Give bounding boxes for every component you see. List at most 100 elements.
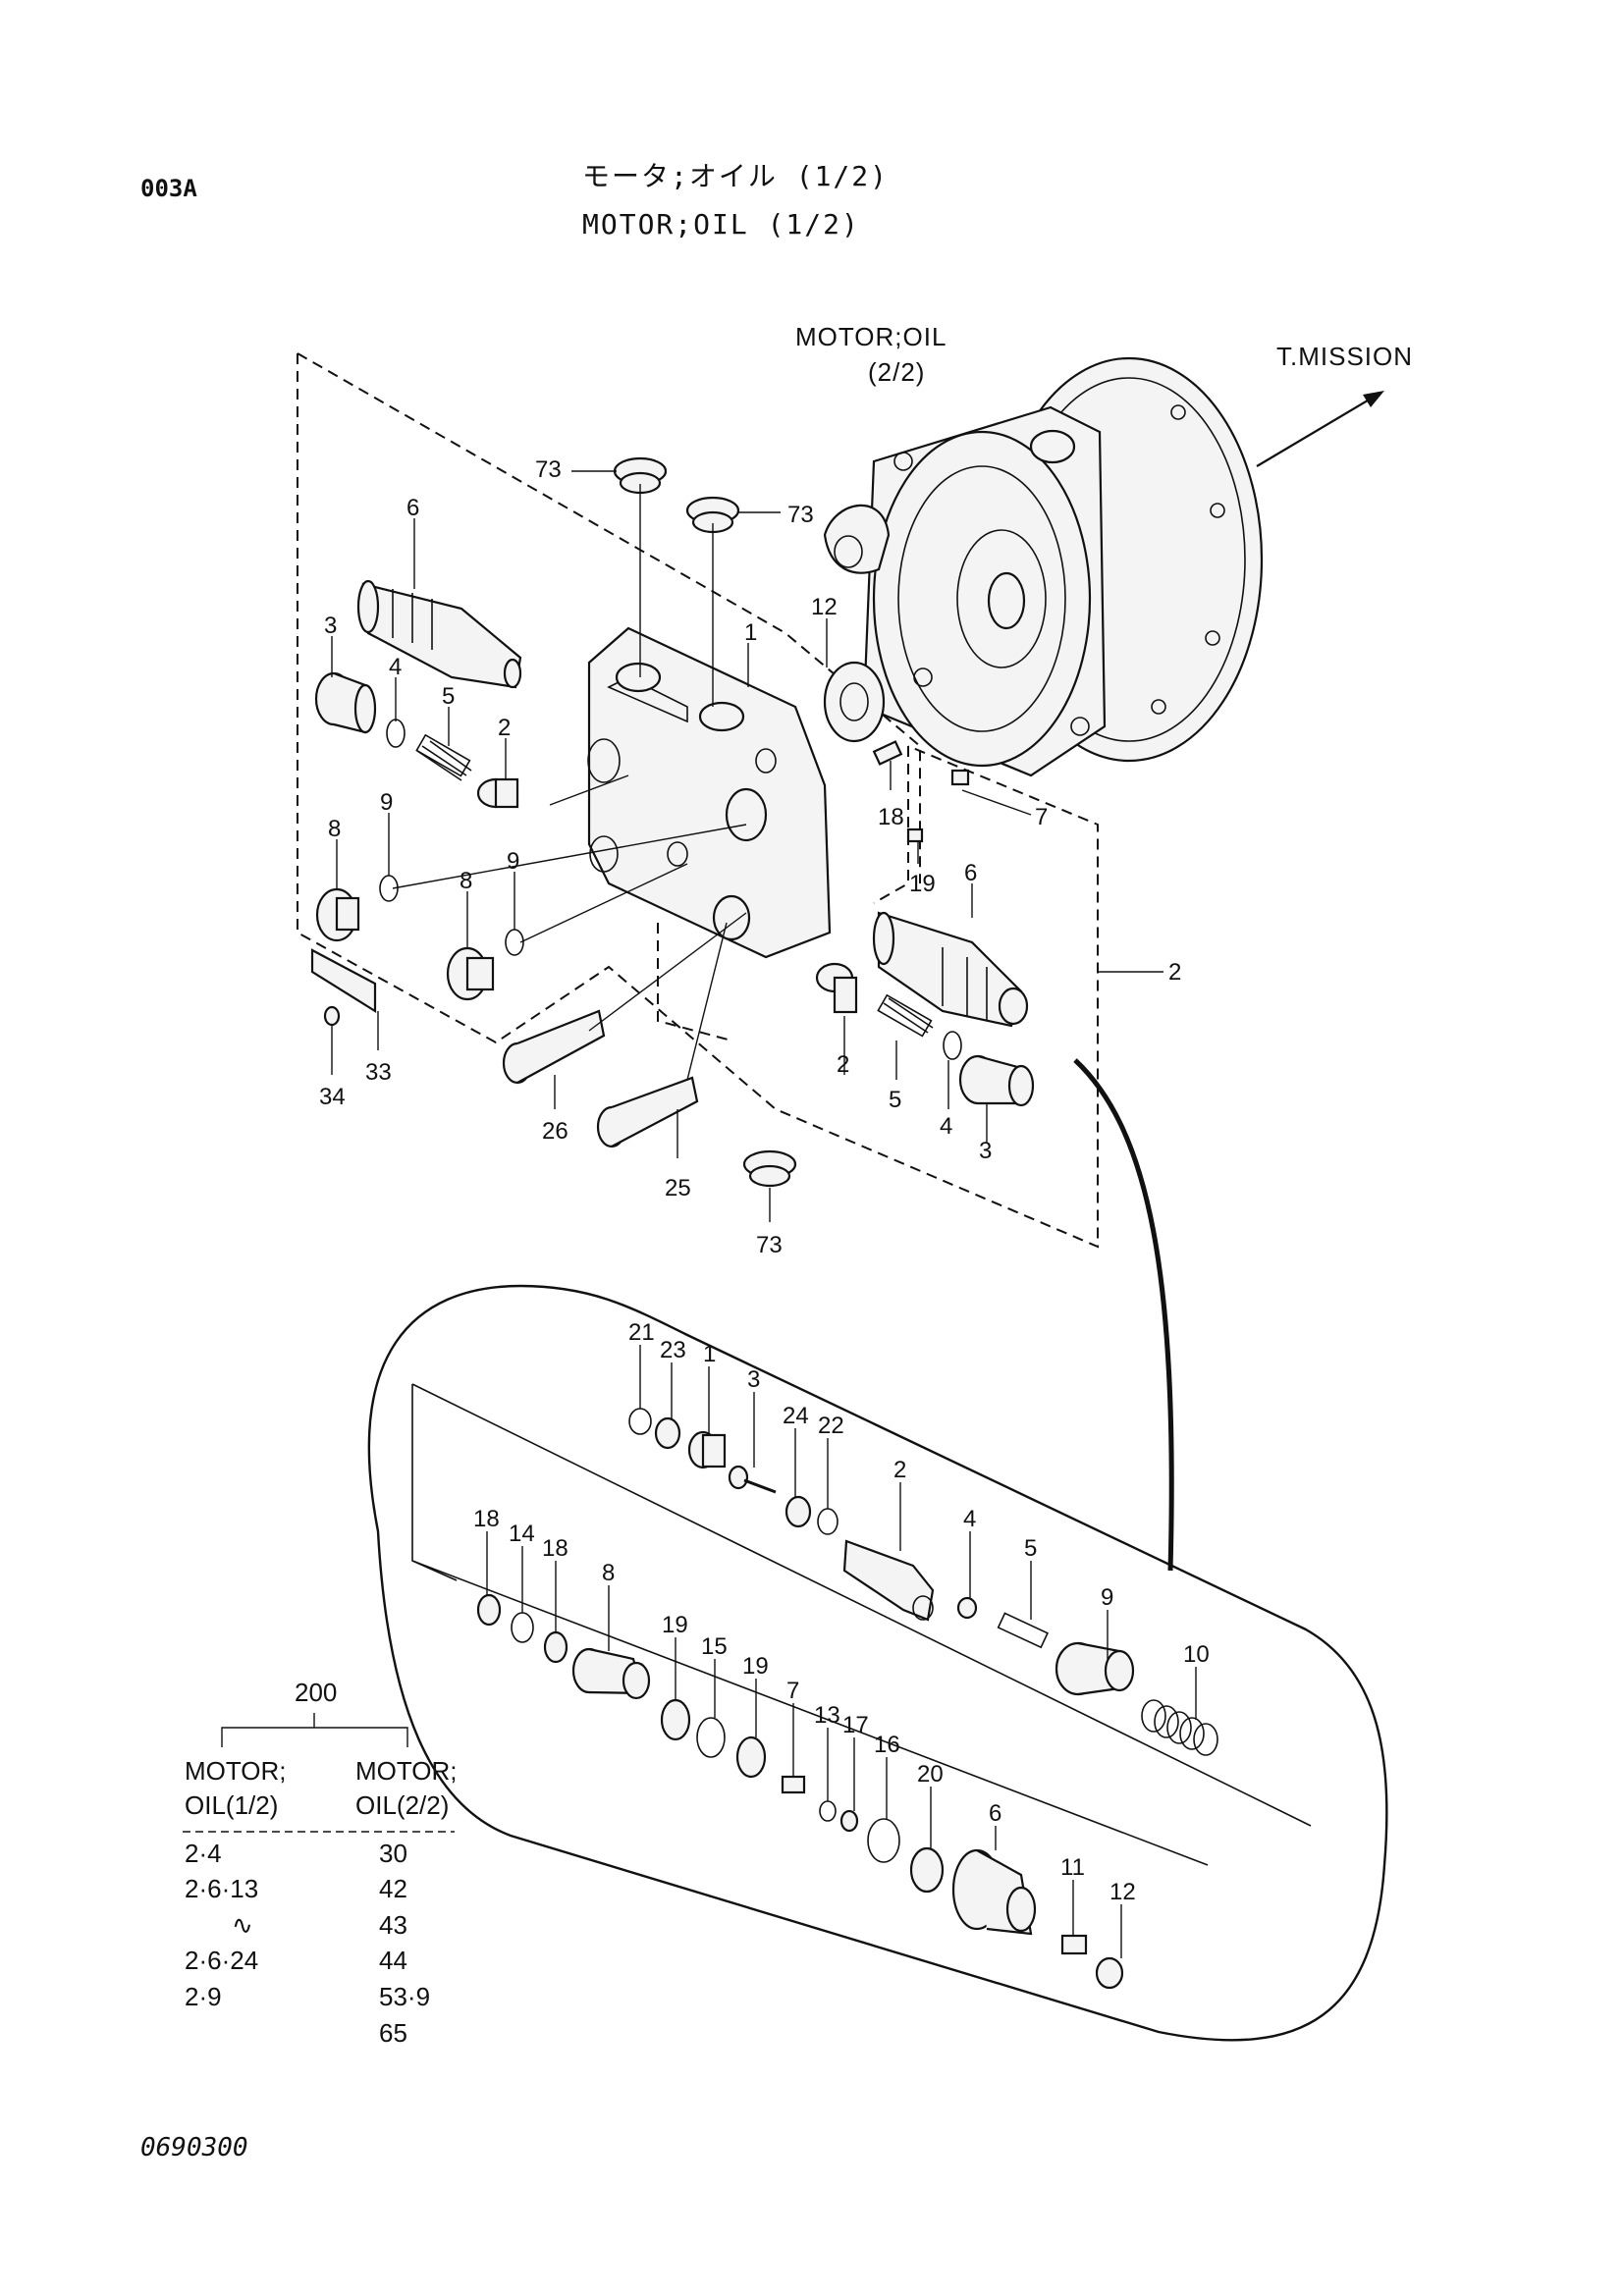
table-col1-header-1: MOTOR;: [185, 1756, 287, 1786]
pin-part-19: [906, 828, 924, 843]
label-2-assembly: 2: [1168, 959, 1181, 986]
o-ring-part-4-lower: [943, 1031, 962, 1060]
ref-motor-oil-2-2: MOTOR;OIL: [795, 322, 947, 351]
bolt-part-25: [596, 1076, 699, 1148]
detail-label-24: 24: [783, 1403, 809, 1429]
detail-label-6: 6: [989, 1800, 1001, 1827]
bracket-part-33: [310, 948, 377, 1013]
detail-label-1: 1: [703, 1341, 716, 1367]
detail-callout-connector: [1073, 1058, 1174, 1572]
label-8-right: 8: [460, 868, 472, 894]
label-34: 34: [319, 1084, 346, 1110]
label-25: 25: [665, 1175, 691, 1201]
motor-housing: [823, 356, 1264, 777]
detail-stem-3: [728, 1465, 777, 1494]
label-9-left: 9: [380, 789, 393, 816]
detail-label-23: 23: [660, 1337, 686, 1363]
label-73-top-right: 73: [787, 502, 814, 528]
detail-ring-15: [696, 1717, 726, 1758]
table-col2-row-5: 53·9: [379, 1982, 430, 2011]
detail-label-13: 13: [814, 1702, 840, 1729]
label-12-bearing: 12: [811, 594, 838, 620]
pin-part-18: [872, 740, 903, 766]
detail-valve-6: [951, 1848, 1037, 1936]
detail-ring-18-left: [476, 1593, 502, 1627]
label-3-lower: 3: [979, 1138, 992, 1164]
label-18: 18: [878, 804, 904, 830]
detail-label-11: 11: [1060, 1854, 1085, 1881]
detail-label-16: 16: [874, 1732, 900, 1758]
label-4-upper: 4: [389, 654, 402, 680]
drawing-number: 0690300: [140, 2133, 248, 2163]
assembly-dashed-outline: [297, 352, 1099, 1249]
page-code: 003A: [140, 175, 197, 202]
detail-label-19-left: 19: [662, 1612, 688, 1638]
detail-ring-22: [817, 1508, 839, 1535]
detail-nut-4: [956, 1596, 978, 1620]
detail-spring-10: [1141, 1699, 1218, 1756]
label-6-lower: 6: [964, 860, 977, 886]
ref-motor-oil-2-2-page: (2/2): [868, 357, 925, 387]
detail-spool-2: [842, 1539, 935, 1622]
label-73-top-left: 73: [535, 456, 562, 483]
detail-label-2: 2: [893, 1457, 906, 1483]
bearing-part-12: [823, 661, 886, 743]
detail-cap-9: [1055, 1641, 1135, 1696]
table-col2-row-1: 30: [379, 1839, 407, 1868]
table-col2-row-4: 44: [379, 1946, 407, 1975]
title-japanese: モータ;オイル (1/2): [582, 160, 890, 192]
spring-part-5-upper: [415, 733, 472, 781]
label-9-right: 9: [507, 848, 519, 875]
label-73-bottom: 73: [756, 1232, 783, 1258]
table-col1-row-1: 2·4: [185, 1839, 222, 1868]
label-19: 19: [909, 871, 936, 897]
label-3-upper: 3: [324, 613, 337, 639]
detail-ring-19-right: [735, 1735, 767, 1779]
piston-part-2-upper: [476, 777, 519, 809]
detail-ring-23: [654, 1416, 681, 1450]
label-6-upper: 6: [406, 495, 419, 521]
label-5-lower: 5: [889, 1087, 901, 1113]
label-2-upper: 2: [498, 715, 511, 741]
detail-ring-16: [867, 1818, 900, 1863]
relief-valve-upper: [356, 579, 522, 689]
plug-part-3-lower: [958, 1054, 1035, 1107]
plug-part-73-top-left: [613, 456, 668, 495]
detail-label-21: 21: [628, 1319, 655, 1346]
plug-part-8-left: [315, 887, 360, 942]
label-2-lower: 2: [837, 1051, 849, 1078]
table-group-number: 200: [295, 1678, 337, 1707]
plug-part-8-right: [446, 946, 495, 1001]
detail-label-18-right: 18: [542, 1535, 568, 1562]
detail-ring-20: [909, 1846, 945, 1894]
table-col1-header-2: OIL(1/2): [185, 1790, 278, 1820]
detail-label-15: 15: [701, 1633, 728, 1660]
table-col1-row-5: 2·9: [185, 1982, 222, 2011]
detail-label-9: 9: [1101, 1584, 1113, 1611]
detail-label-20: 20: [917, 1761, 944, 1788]
detail-label-12: 12: [1109, 1879, 1136, 1905]
piston-part-2-lower: [815, 962, 858, 1014]
detail-spring-5: [997, 1612, 1050, 1649]
detail-exploded-view: [367, 1284, 1388, 2042]
label-5-upper: 5: [442, 683, 455, 710]
plug-part-3-upper: [314, 671, 377, 734]
detail-label-10: 10: [1183, 1641, 1210, 1668]
detail-ring-13: [819, 1800, 837, 1822]
table-col1-row-3: ∿: [232, 1910, 253, 1940]
detail-label-7: 7: [786, 1678, 799, 1704]
table-col1-row-4: 2·6·24: [185, 1946, 258, 1975]
detail-ring-18-right: [543, 1630, 568, 1664]
label-33: 33: [365, 1059, 392, 1086]
detail-label-14: 14: [509, 1521, 535, 1547]
detail-label-17: 17: [842, 1712, 869, 1738]
table-col2-header-1: MOTOR;: [355, 1756, 458, 1786]
spring-part-5-lower: [877, 993, 934, 1038]
ref-transmission: T.MISSION: [1276, 342, 1413, 371]
table-col2-row-6: 65: [379, 2018, 407, 2048]
detail-ring-17: [839, 1809, 859, 1833]
plug-part-73-top-right: [685, 496, 740, 534]
detail-label-8: 8: [602, 1560, 615, 1586]
detail-leader-lines: [486, 1345, 1197, 1958]
